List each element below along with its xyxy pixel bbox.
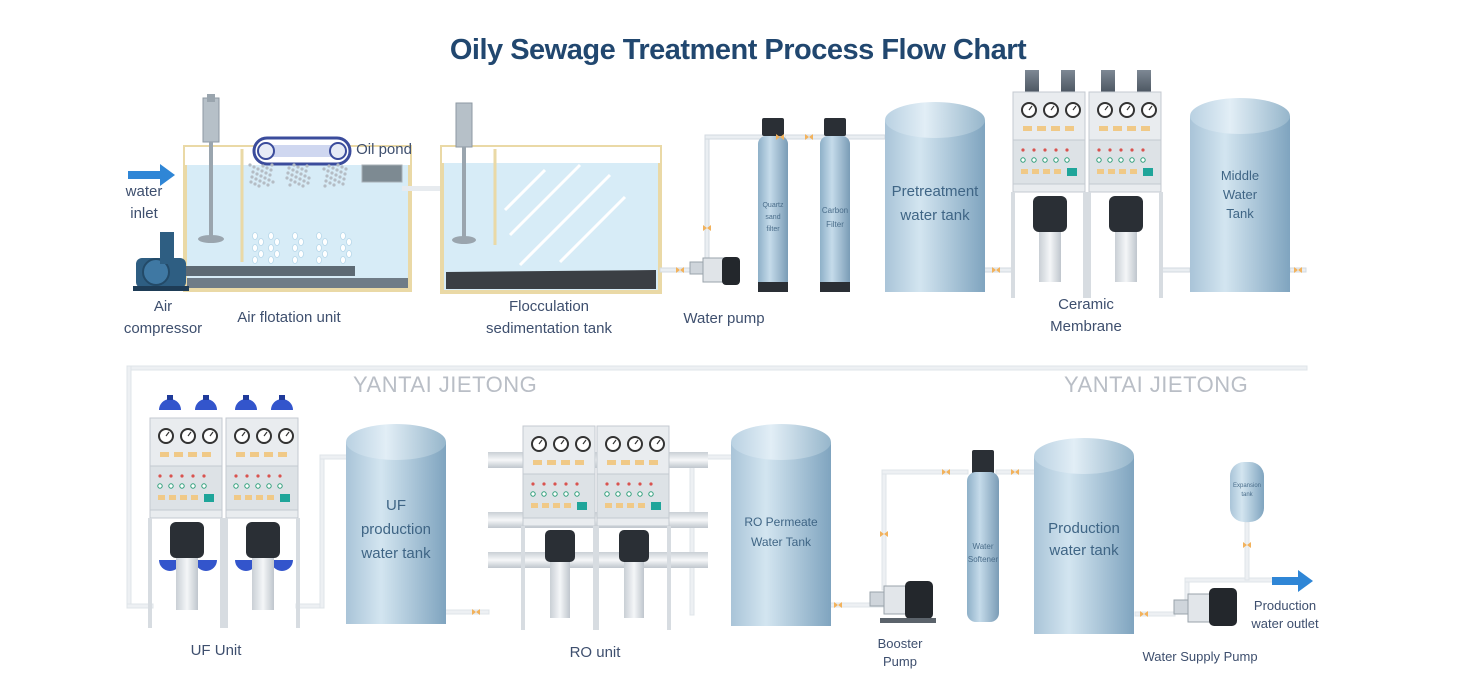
valve-icon [271,399,293,410]
air-flotation-label: Air flotation unit [237,309,341,326]
uf-unit-label: UF Unit [190,642,242,659]
ro-unit [488,425,708,630]
ro-tank-label: RO Permeate Water Tank [744,515,818,549]
pump-icon [869,581,936,623]
water-softener [967,450,999,622]
bubble-froth [248,163,348,188]
production-outlet-label: Production water outlet [1251,598,1319,631]
booster-pump-label: Booster Pump [877,636,923,669]
ceramic-membrane-label: Ceramic Membrane [1050,296,1122,335]
valve-icon [159,399,181,410]
valve-icon [992,267,1000,273]
oil-pond [361,164,403,183]
valve-icon [703,225,711,231]
carbon-filter [820,118,850,292]
page-title: Oily Sewage Treatment Process Flow Chart [449,34,1027,66]
valve-icon [1294,267,1302,273]
pretreatment-tank-label: Pretreatment water tank [891,183,979,224]
valve-markers [472,134,1302,617]
valve-icon [880,531,888,537]
valve-icon [805,134,813,140]
uf-tank-label: UF production water tank [360,497,432,562]
middle-water-tank [1190,98,1290,292]
valve-icon [942,469,950,475]
ro-unit-label: RO unit [569,644,621,661]
water-inlet-label: water inlet [125,183,163,222]
ro-permeate-tank [731,424,831,626]
uf-production-tank [346,424,446,624]
air-compressor [133,232,189,291]
valve-icon [676,267,684,273]
valve-icon [776,134,784,140]
valve-icon [235,399,257,410]
water-softener-label: Water Softener [967,542,999,564]
conveyor-icon [252,136,352,166]
carbon-filter-label: Carbon Filter [821,206,849,229]
flocculation-label: Flocculation sedimentation tank [486,298,612,337]
expansion-tank [1230,462,1264,522]
oil-pond-label: Oil pond [356,141,412,158]
water-pump-label: Water pump [683,310,765,327]
valve-icon [271,560,293,571]
middle-tank-label: Middle Water Tank [1220,168,1260,221]
valve-icon [1011,469,1019,475]
outlet-arrow-icon [1272,570,1313,592]
valve-icon [1243,542,1251,548]
production-water-tank [1034,438,1134,634]
valve-icon [195,399,217,410]
valve-icon [159,560,181,571]
ceramic-membrane-units [1011,70,1163,298]
quartz-sand-filter [758,118,788,292]
valve-icon [1140,611,1148,617]
watermark: YANTAI JIETONG [1064,372,1249,397]
quartz-filter-label: Quartz sand filter [762,202,784,233]
valve-icon [834,602,842,608]
valve-icon [195,560,217,571]
valve-icon [472,609,480,615]
aeration-pipe [140,266,355,276]
water-supply-pump-label: Water Supply Pump [1142,649,1258,664]
valve-icon [235,560,257,571]
pretreatment-tank [885,102,985,292]
aeration-plumes [252,232,352,264]
watermark: YANTAI JIETONG [353,372,538,397]
pump-icon [1173,588,1237,626]
flocculation-tank [440,145,662,294]
mixer-icon [198,94,224,243]
expansion-tank-label: Expansion tank [1232,483,1262,498]
inlet-arrow-icon [128,164,175,186]
production-tank-label: Production water tank [1048,520,1120,559]
uf-units [148,395,300,628]
air-compressor-label: Air compressor [123,298,203,337]
mixer-icon [452,102,476,244]
pump-icon [689,257,740,285]
